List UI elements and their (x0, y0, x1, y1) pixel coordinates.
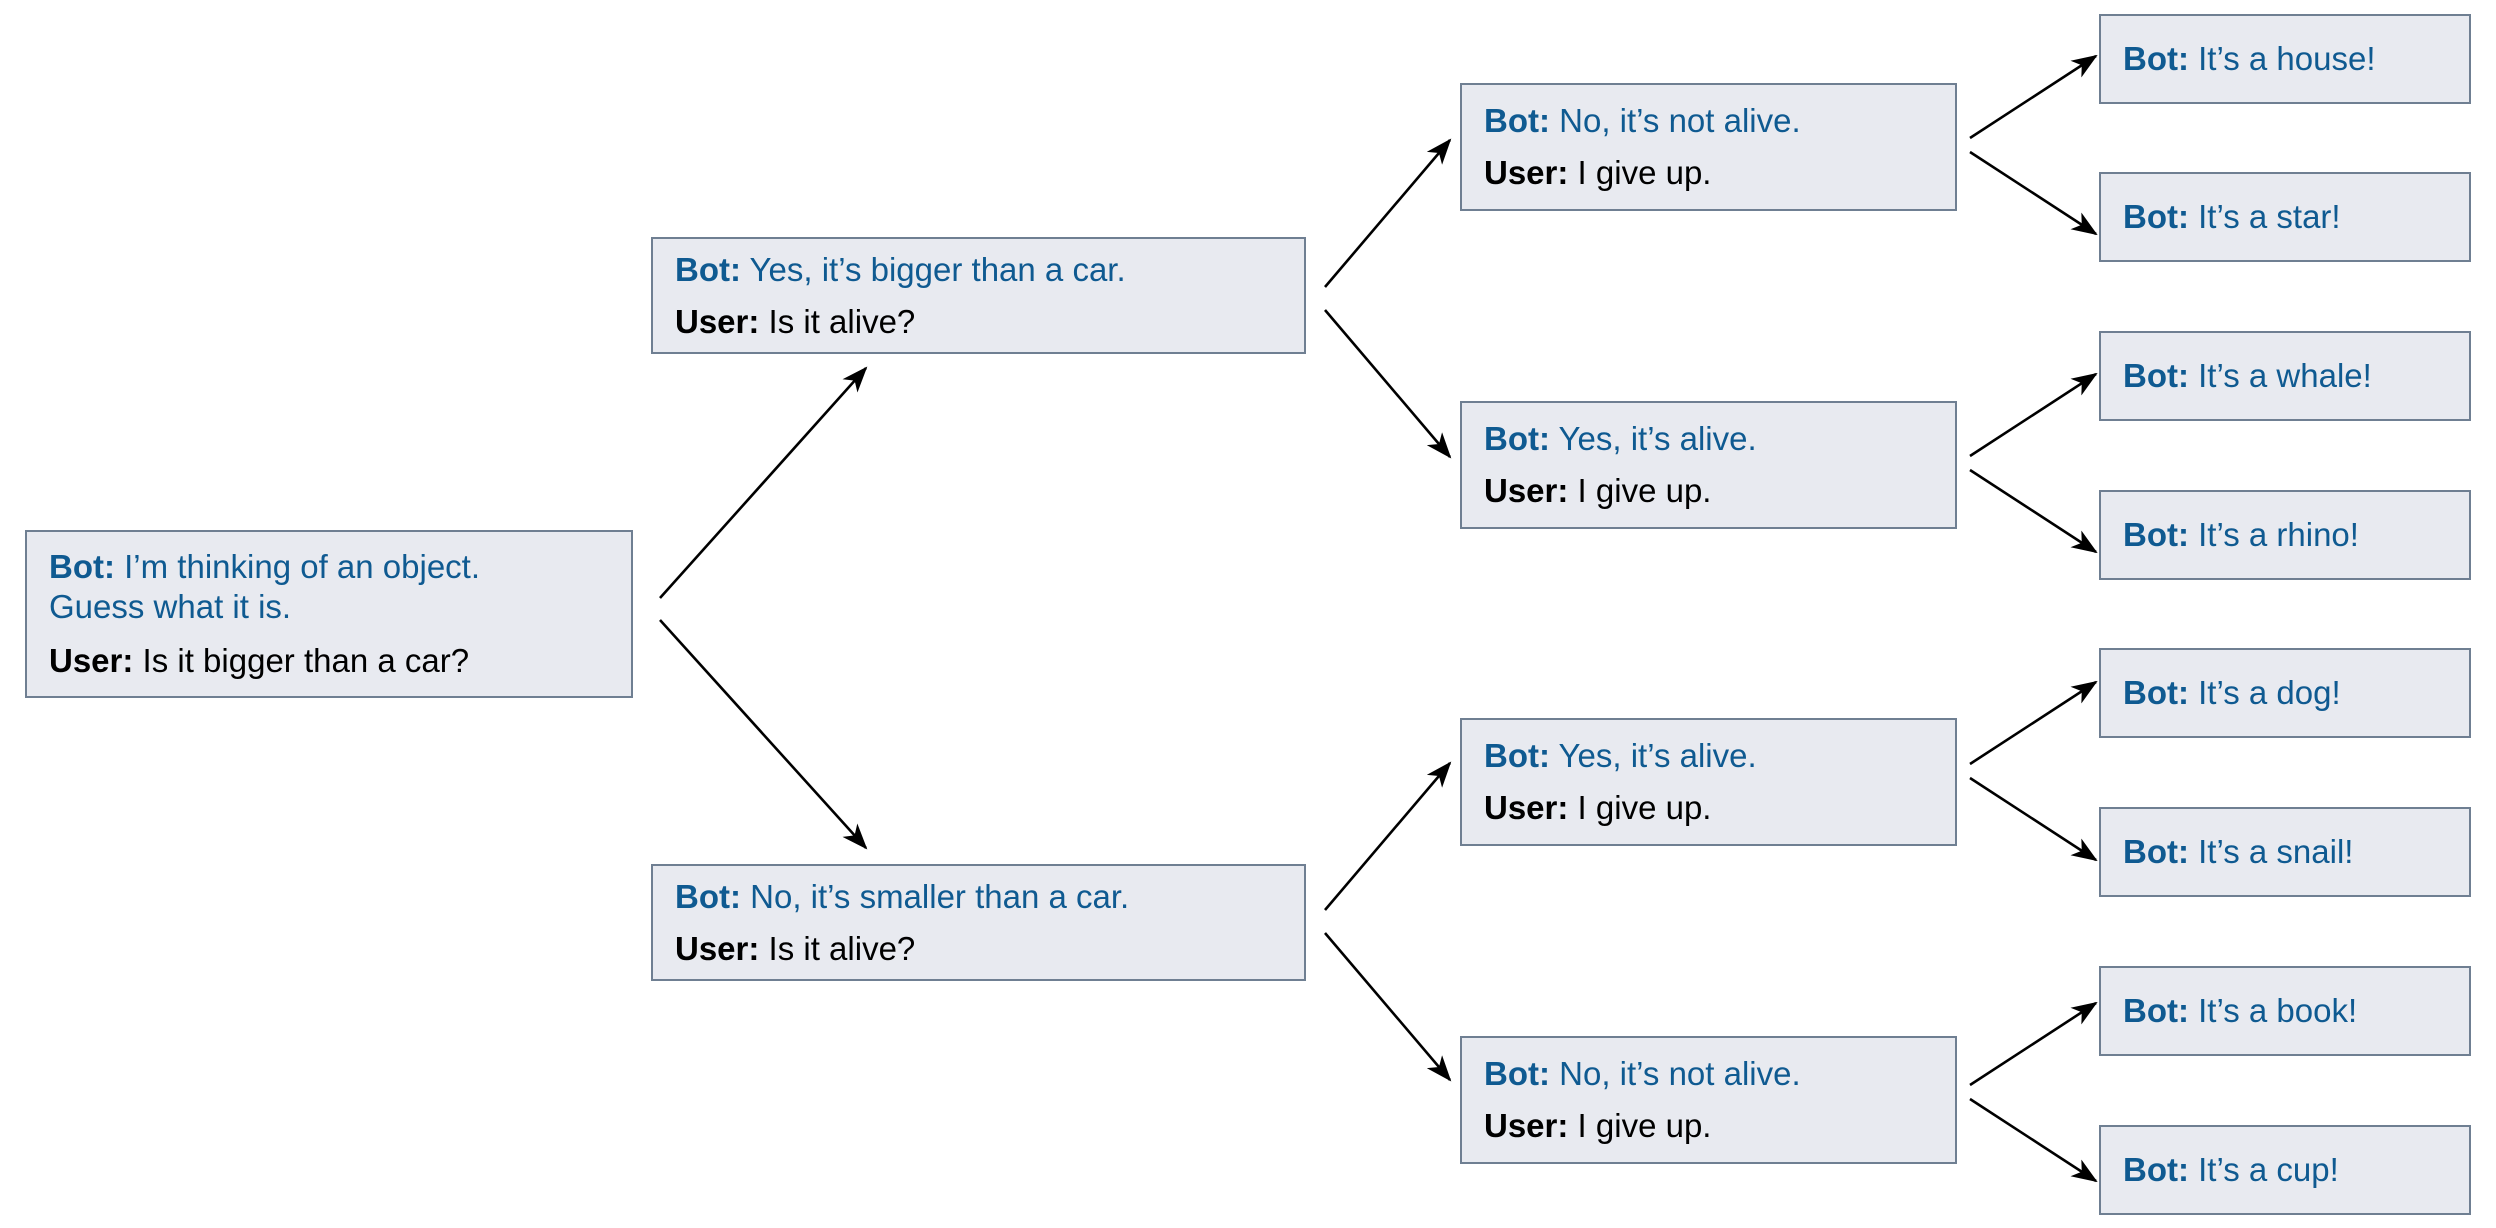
leaf-rhino: Bot: It’s a rhino! (2099, 490, 2471, 580)
node-smaller-not-alive: Bot: No, it’s not alive. User: I give up… (1460, 1036, 1957, 1164)
root-bot-line-1: Bot: I’m thinking of an object. (49, 547, 609, 587)
l2-0-user-text: I give up. (1577, 154, 1712, 191)
l2-1-user-line: User: I give up. (1484, 471, 1933, 511)
bigger-user-line: User: Is it alive? (675, 302, 1282, 342)
bot-speaker-label: Bot: (2123, 674, 2189, 711)
bot-speaker-label: Bot: (2123, 357, 2189, 394)
root-node: Bot: I’m thinking of an object. Guess wh… (25, 530, 633, 698)
leaf-5-bot-text: It’s a snail! (2198, 833, 2354, 870)
root-bot-text-1: I’m thinking of an object. (124, 548, 481, 585)
leaf-dog: Bot: It’s a dog! (2099, 648, 2471, 738)
arrow-bigger-to-not-alive (1324, 138, 1452, 288)
bigger-user-text: Is it alive? (768, 302, 916, 340)
leaf-2-bot-text: It’s a whale! (2198, 357, 2372, 394)
leaf-4-bot-text: It’s a dog! (2198, 674, 2341, 711)
root-bot-line-2: Guess what it is. (49, 588, 292, 625)
l2-3-bot-text: No, it’s not alive. (1559, 1055, 1801, 1092)
smaller-user-line: User: Is it alive? (675, 929, 1282, 969)
leaf-cup: Bot: It’s a cup! (2099, 1125, 2471, 1215)
leaf-house: Bot: It’s a house! (2099, 14, 2471, 104)
bot-speaker-label: Bot: (49, 548, 115, 585)
user-speaker-label: User: (675, 929, 760, 967)
arrow-smaller-to-alive (1324, 761, 1452, 911)
bot-speaker-label: Bot: (675, 877, 741, 915)
node-bigger: Bot: Yes, it’s bigger than a car. User: … (651, 237, 1306, 354)
leaf-book: Bot: It’s a book! (2099, 966, 2471, 1056)
leaf-5-bot-line: Bot: It’s a snail! (2123, 832, 2447, 872)
leaf-3-bot-text: It’s a rhino! (2198, 516, 2359, 553)
arrow-bigger-to-alive (1324, 309, 1452, 459)
bot-speaker-label: Bot: (2123, 40, 2189, 77)
l2-2-user-text: I give up. (1577, 789, 1712, 826)
user-speaker-label: User: (1484, 789, 1569, 826)
leaf-star: Bot: It’s a star! (2099, 172, 2471, 262)
smaller-bot-line: Bot: No, it’s smaller than a car. (675, 877, 1282, 917)
l2-0-bot-line: Bot: No, it’s not alive. (1484, 101, 1933, 141)
bigger-bot-line: Bot: Yes, it’s bigger than a car. (675, 250, 1282, 290)
root-user-text: Is it bigger than a car? (142, 642, 470, 679)
user-speaker-label: User: (675, 302, 760, 340)
smaller-user-text: Is it alive? (768, 929, 916, 967)
arrow-root-to-no (659, 619, 868, 850)
arrow-to-snail (1969, 776, 2098, 862)
l2-2-bot-line: Bot: Yes, it’s alive. (1484, 736, 1933, 776)
bigger-bot-text: Yes, it’s bigger than a car. (749, 250, 1126, 288)
l2-2-bot-text: Yes, it’s alive. (1558, 737, 1757, 774)
bot-speaker-label: Bot: (2123, 1151, 2189, 1188)
root-user-line: User: Is it bigger than a car? (49, 641, 609, 681)
leaf-1-bot-line: Bot: It’s a star! (2123, 197, 2447, 237)
bot-speaker-label: Bot: (2123, 516, 2189, 553)
arrow-to-whale (1969, 372, 2098, 458)
user-speaker-label: User: (1484, 1107, 1569, 1144)
arrow-to-house (1969, 54, 2098, 140)
l2-0-bot-text: No, it’s not alive. (1559, 102, 1801, 139)
user-speaker-label: User: (49, 642, 134, 679)
arrow-to-dog (1969, 680, 2098, 766)
leaf-6-bot-text: It’s a book! (2198, 992, 2358, 1029)
l2-3-user-text: I give up. (1577, 1107, 1712, 1144)
leaf-1-bot-text: It’s a star! (2198, 198, 2341, 235)
node-smaller-alive: Bot: Yes, it’s alive. User: I give up. (1460, 718, 1957, 846)
node-bigger-alive: Bot: Yes, it’s alive. User: I give up. (1460, 401, 1957, 529)
bot-speaker-label: Bot: (2123, 992, 2189, 1029)
arrow-to-cup (1969, 1097, 2098, 1183)
leaf-7-bot-line: Bot: It’s a cup! (2123, 1150, 2447, 1190)
bot-speaker-label: Bot: (2123, 198, 2189, 235)
arrow-to-book (1969, 1001, 2098, 1087)
bot-speaker-label: Bot: (1484, 737, 1550, 774)
leaf-whale: Bot: It’s a whale! (2099, 331, 2471, 421)
leaf-0-bot-text: It’s a house! (2198, 40, 2376, 77)
l2-1-bot-line: Bot: Yes, it’s alive. (1484, 419, 1933, 459)
user-speaker-label: User: (1484, 154, 1569, 191)
leaf-2-bot-line: Bot: It’s a whale! (2123, 356, 2447, 396)
leaf-3-bot-line: Bot: It’s a rhino! (2123, 515, 2447, 555)
leaf-0-bot-line: Bot: It’s a house! (2123, 39, 2447, 79)
l2-0-user-line: User: I give up. (1484, 153, 1933, 193)
bot-speaker-label: Bot: (675, 250, 741, 288)
user-speaker-label: User: (1484, 472, 1569, 509)
arrow-root-to-yes (659, 366, 868, 599)
leaf-4-bot-line: Bot: It’s a dog! (2123, 673, 2447, 713)
arrow-to-star (1969, 150, 2098, 236)
bot-speaker-label: Bot: (1484, 1055, 1550, 1092)
l2-2-user-line: User: I give up. (1484, 788, 1933, 828)
l2-1-user-text: I give up. (1577, 472, 1712, 509)
bot-speaker-label: Bot: (1484, 102, 1550, 139)
bot-speaker-label: Bot: (1484, 420, 1550, 457)
smaller-bot-text: No, it’s smaller than a car. (750, 877, 1130, 915)
node-smaller: Bot: No, it’s smaller than a car. User: … (651, 864, 1306, 981)
node-bigger-not-alive: Bot: No, it’s not alive. User: I give up… (1460, 83, 1957, 211)
leaf-7-bot-text: It’s a cup! (2198, 1151, 2339, 1188)
arrow-to-rhino (1969, 468, 2098, 554)
bot-speaker-label: Bot: (2123, 833, 2189, 870)
l2-3-bot-line: Bot: No, it’s not alive. (1484, 1054, 1933, 1094)
l2-3-user-line: User: I give up. (1484, 1106, 1933, 1146)
leaf-snail: Bot: It’s a snail! (2099, 807, 2471, 897)
l2-1-bot-text: Yes, it’s alive. (1558, 420, 1757, 457)
arrow-smaller-to-not-alive (1324, 932, 1452, 1082)
leaf-6-bot-line: Bot: It’s a book! (2123, 991, 2447, 1031)
